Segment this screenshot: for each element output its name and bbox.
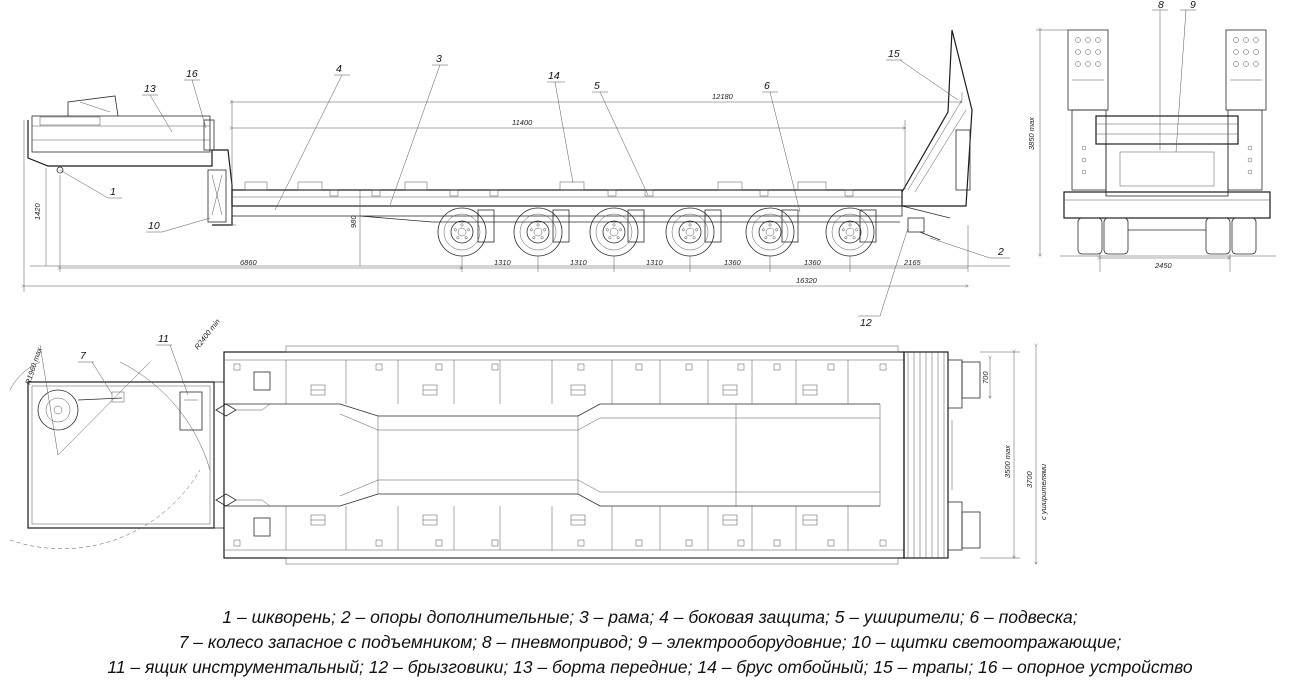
- callout-9: 9: [1190, 0, 1196, 11]
- ramp: [901, 29, 973, 207]
- dim-ramp-width: 700: [981, 371, 990, 384]
- callout-1: 1: [110, 186, 116, 198]
- dim-axle-1: 1310: [494, 258, 512, 267]
- gooseneck-plan: [27, 381, 215, 529]
- wheel-icon: [513, 207, 563, 257]
- dim-axle-4: 1360: [724, 258, 742, 267]
- rear-view: 3850 max 2450 8 9: [1027, 0, 1276, 272]
- kingpin: [56, 166, 64, 174]
- callout-12: 12: [860, 317, 872, 329]
- dim-extenders-note: с уширителями: [1039, 463, 1048, 520]
- toolbox: [179, 391, 203, 431]
- side-deck: [231, 189, 903, 207]
- callout-4: 4: [336, 63, 342, 75]
- callout-5: 5: [594, 80, 600, 92]
- dim-axle-3: 1310: [646, 258, 664, 267]
- plan-view: R1960 max R2400 min: [9, 317, 1048, 564]
- dim-overall-length: 16320: [796, 276, 818, 285]
- legend-line-1: 1 – шкворень; 2 – опоры дополнительные; …: [222, 607, 1078, 627]
- ramp-left: [1067, 29, 1109, 111]
- callout-11: 11: [158, 333, 169, 345]
- dim-turn-radius-front: R1960 max: [23, 346, 43, 385]
- dim-axle-5: 1360: [804, 258, 822, 267]
- callout-2: 2: [997, 246, 1004, 258]
- callout-14: 14: [548, 70, 560, 82]
- legend-line-3: 11 – ящик инструментальный; 12 – брызгов…: [107, 657, 1193, 677]
- ramp-right: [1225, 29, 1267, 111]
- callout-6: 6: [764, 80, 770, 92]
- dim-gooseneck-height: 1420: [33, 202, 42, 220]
- callout-16: 16: [186, 68, 198, 80]
- callout-8: 8: [1158, 0, 1164, 11]
- wheel-icon: [437, 207, 487, 257]
- wheel-icon: [665, 207, 715, 257]
- callout-7: 7: [80, 350, 87, 362]
- callout-13: 13: [144, 83, 156, 95]
- wheel-icon: [589, 207, 639, 257]
- side-view: [27, 29, 1010, 267]
- legend-line-2: 7 – колесо запасное с подъемником; 8 – п…: [178, 632, 1122, 652]
- side-callouts: 1 2 3 4 5 6 10 12 13 14 15 16: [59, 48, 1010, 329]
- dim-platform-length: 12180: [712, 92, 734, 101]
- callout-3: 3: [436, 53, 442, 65]
- dim-deck-height: 980: [349, 215, 358, 228]
- dim-width-with-extenders: 3700: [1025, 470, 1034, 488]
- callout-10: 10: [148, 220, 160, 232]
- dim-track-width: 2450: [1154, 261, 1173, 270]
- dim-width-max: 3500 max: [1003, 445, 1012, 478]
- spare-wheel-icon: [37, 389, 79, 431]
- dim-rear-overhang: 2165: [903, 258, 922, 267]
- wheel-icon: [745, 207, 795, 257]
- dim-turn-radius-rear: R2400 min: [192, 317, 221, 351]
- dim-deck-length: 11400: [512, 118, 533, 127]
- side-dimensions: 12180 11400 6860 1310 1310 1310 1360 136…: [24, 92, 968, 292]
- callout-15: 15: [888, 48, 900, 60]
- support-leg: [207, 169, 227, 223]
- dim-axle-2: 1310: [570, 258, 588, 267]
- dim-overall-height: 3850 max: [1027, 117, 1036, 150]
- deck-plan: [223, 351, 905, 559]
- dim-front-overhang: 6860: [240, 258, 258, 267]
- wheel-icon: [825, 207, 875, 257]
